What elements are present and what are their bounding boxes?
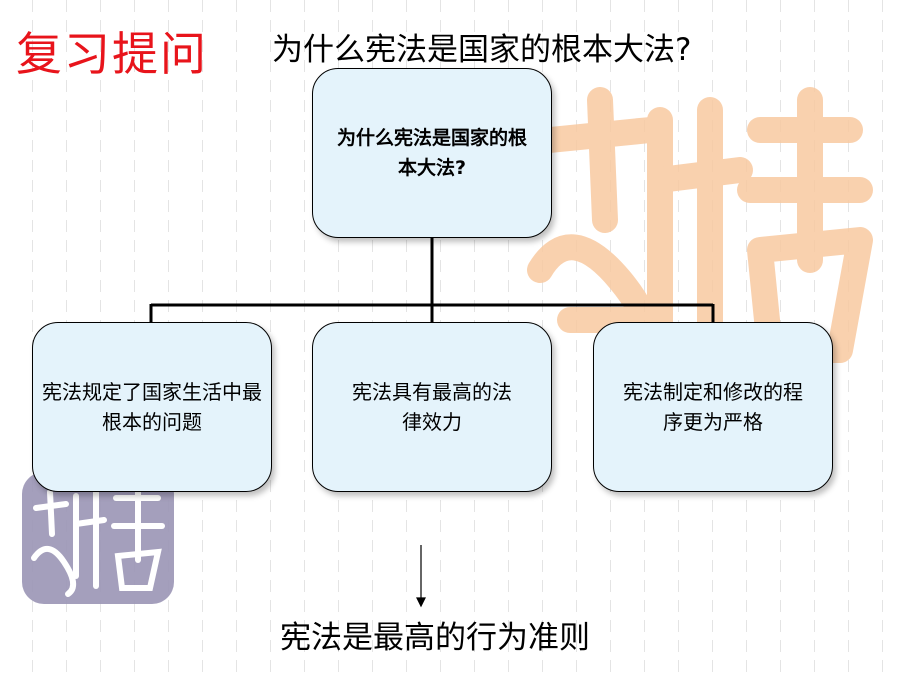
slide-question: 为什么宪法是国家的根本大法? — [272, 32, 692, 68]
down-arrow — [416, 545, 426, 608]
purple-seal-decoration — [22, 472, 174, 604]
diagram-child-text-2: 宪法具有最高的法律效力 — [352, 380, 512, 434]
diagram-root-text: 为什么宪法是国家的根本大法? — [336, 127, 527, 179]
diagram-child-text-3: 宪法制定和修改的程序更为严格 — [623, 380, 803, 434]
diagram-root-box: 为什么宪法是国家的根本大法? — [312, 68, 552, 238]
slide-heading: 复习提问 — [16, 27, 208, 81]
diagram-child-box-1: 宪法规定了国家生活中最根本的问题 — [32, 322, 272, 492]
diagram-child-box-2: 宪法具有最高的法律效力 — [312, 322, 552, 492]
diagram-child-text-1: 宪法规定了国家生活中最根本的问题 — [42, 380, 262, 434]
diagram-child-box-3: 宪法制定和修改的程序更为严格 — [593, 322, 833, 492]
conclusion-text: 宪法是最高的行为准则 — [280, 620, 590, 656]
